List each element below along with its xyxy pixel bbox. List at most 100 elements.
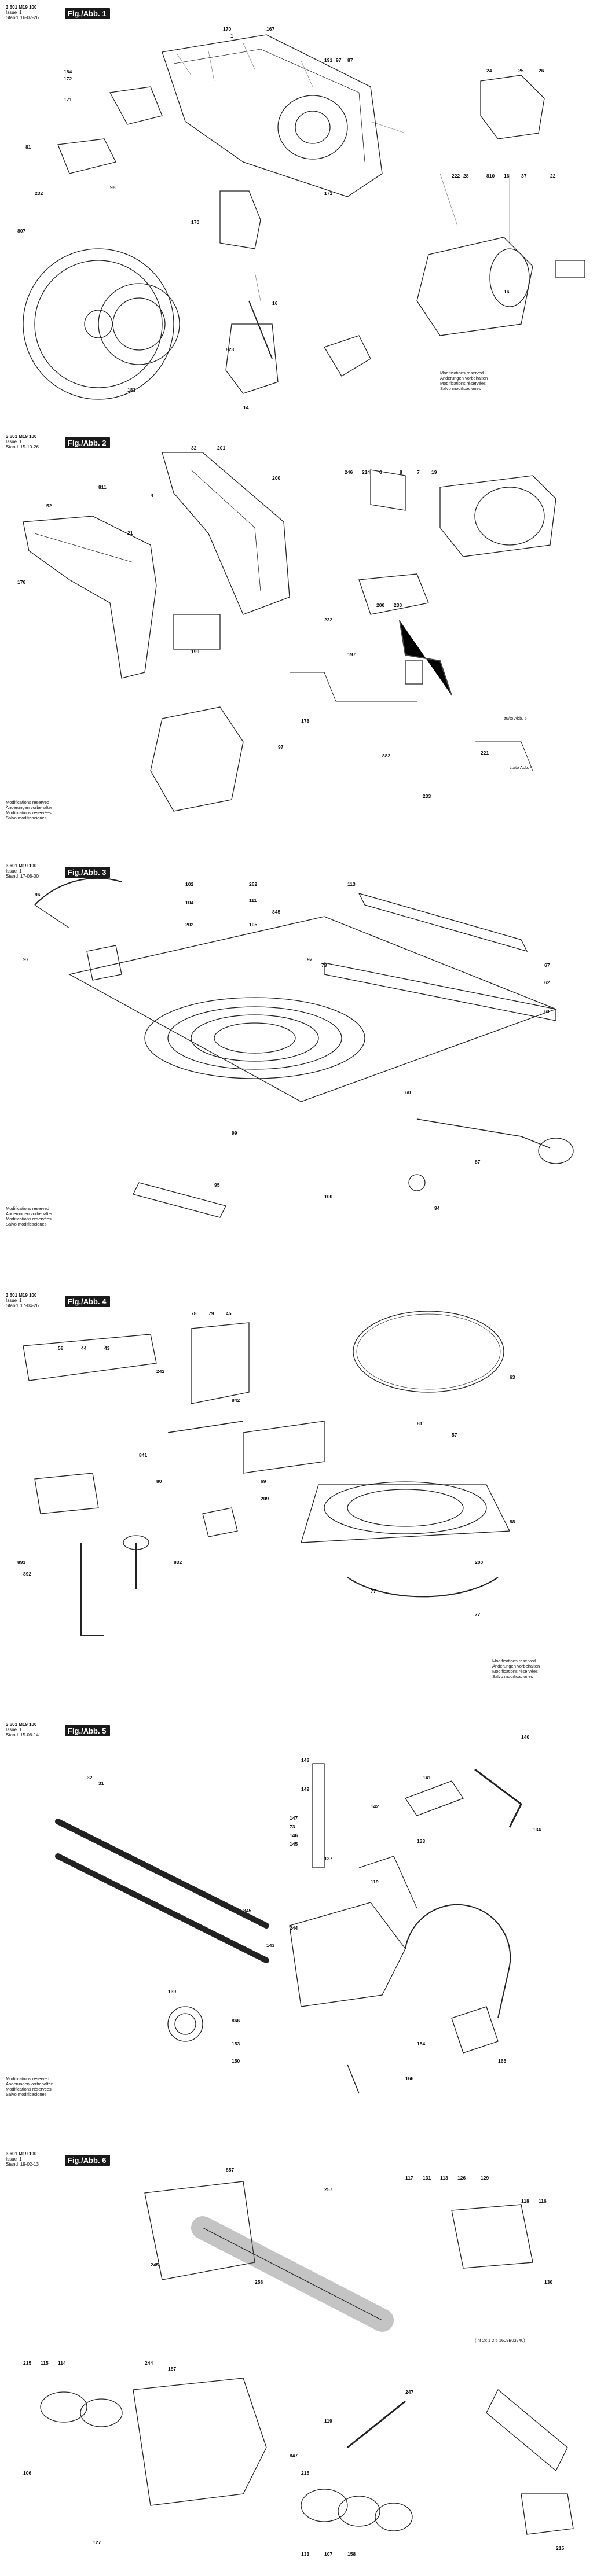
part-number-label: 197 [347,652,356,657]
upper-rail [358,892,528,952]
part-number-label: 823 [226,347,235,352]
part-number-label: 200 [272,475,281,481]
part-number-label: 191 [324,57,333,63]
issue-date: 17-08-00 [20,874,39,879]
part-number-label: 107 [324,2551,333,2557]
cross-reference-note: zu/to Abb. 4 [510,765,533,770]
part-number-label: 77 [475,1611,481,1617]
part-number-label: 119 [324,2418,332,2424]
part-number-label: 245 [151,2262,159,2268]
part-number-label: 170 [223,26,232,32]
part-number-label: 222 [452,173,460,179]
part-number-label: 232 [35,190,43,196]
part-number-label: 97 [278,744,284,750]
spring [167,2006,203,2042]
part-number-label: 79 [208,1311,214,1316]
part-number-label: 201 [217,445,226,451]
exploded-parts-drawing [40,2181,574,2535]
threaded-rod [312,1763,325,1868]
part-number-label: 25 [518,68,524,73]
part-number-label: 257 [324,2187,333,2192]
part-number-label: 14 [243,404,249,410]
base-casting [301,1484,511,1543]
part-number-label: 106 [23,2470,32,2476]
ordering-note: (Inf 2x 1 2 5 1609B03740) [475,2338,525,2343]
part-number-label: 32 [191,445,197,451]
part-number-label: 57 [452,1432,457,1438]
part-number-label: 153 [232,2041,240,2047]
part-number-label: 8 [400,469,402,475]
part-number-label: 95 [214,1182,220,1188]
part-number-label: 6 [379,469,382,475]
saw-blade [23,248,174,400]
slide-rod-upper [55,1819,269,1929]
issue-label: Issue [6,10,17,15]
part-number-label: 31 [98,1780,104,1786]
part-number-label: 80 [156,1478,162,1484]
figure-title: Fig./Abb. 4 [65,1296,111,1307]
part-number-label: 170 [191,219,200,225]
part-number-label: 143 [266,1942,275,1948]
document-number: 3 601 M19 100 [6,2151,37,2157]
part-number-label: 37 [521,173,527,179]
bevel-scale [34,878,122,906]
upper-guard-housing [162,34,383,197]
part-number-label: 845 [243,1908,252,1913]
part-number-label: 26 [539,68,544,73]
document-number: 3 601 M19 100 [6,5,37,10]
bracket-assembly [451,2204,533,2269]
part-number-label: 28 [463,173,469,179]
part-number-label: 891 [17,1559,26,1565]
part-number-label: 214 [362,469,371,475]
part-number-label: 165 [498,2058,507,2064]
part-number-label: 4 [151,492,153,498]
figure-title: Fig./Abb. 2 [65,437,111,448]
issue-date: 17-04-26 [20,1303,39,1308]
issue-label: Issue [6,439,17,444]
fence-bracket [191,1322,250,1404]
part-number-label: 100 [324,1194,333,1199]
part-number-label: 215 [23,2360,32,2366]
exploded-parts-drawing [55,1763,522,2094]
part-number-label: 246 [345,469,353,475]
exploded-parts-drawing [23,452,556,812]
part-number-label: 113 [347,881,356,887]
part-number-label: 16 [504,173,510,179]
part-number-label: 167 [266,26,275,32]
fence-left [23,1334,157,1381]
miter-table [324,1481,487,1534]
stand-label: Stand [6,444,18,450]
part-number-label: 115 [41,2360,49,2366]
part-number-label: 892 [23,1571,32,1577]
part-number-label: 832 [174,1559,182,1565]
part-number-label: 247 [405,2389,414,2395]
part-number-label: 847 [290,2453,298,2459]
part-number-label: 154 [417,2041,426,2047]
part-number-label: 22 [550,173,556,179]
figure-title: Fig./Abb. 1 [65,8,111,19]
part-number-label: 199 [191,649,200,654]
part-number-label: 52 [46,503,52,509]
part-number-label: 62 [544,980,550,985]
part-number-label: 134 [533,1827,541,1832]
grip-handle [23,516,157,679]
part-number-label: 77 [371,1588,376,1594]
part-number-label: 866 [232,2018,240,2023]
issue-date: 16-07-26 [20,15,39,20]
part-number-label: 67 [544,962,550,968]
document-number: 3 601 M19 100 [6,1722,37,1727]
part-number-label: 97 [23,956,29,962]
slide-carriage [144,2181,255,2280]
part-number-label: 209 [261,1496,269,1502]
stand-label: Stand [6,15,18,20]
part-number-label: 60 [405,1090,411,1095]
part-number-label: 184 [64,69,72,75]
lever [133,1182,226,1218]
part-number-label: 96 [35,892,41,897]
